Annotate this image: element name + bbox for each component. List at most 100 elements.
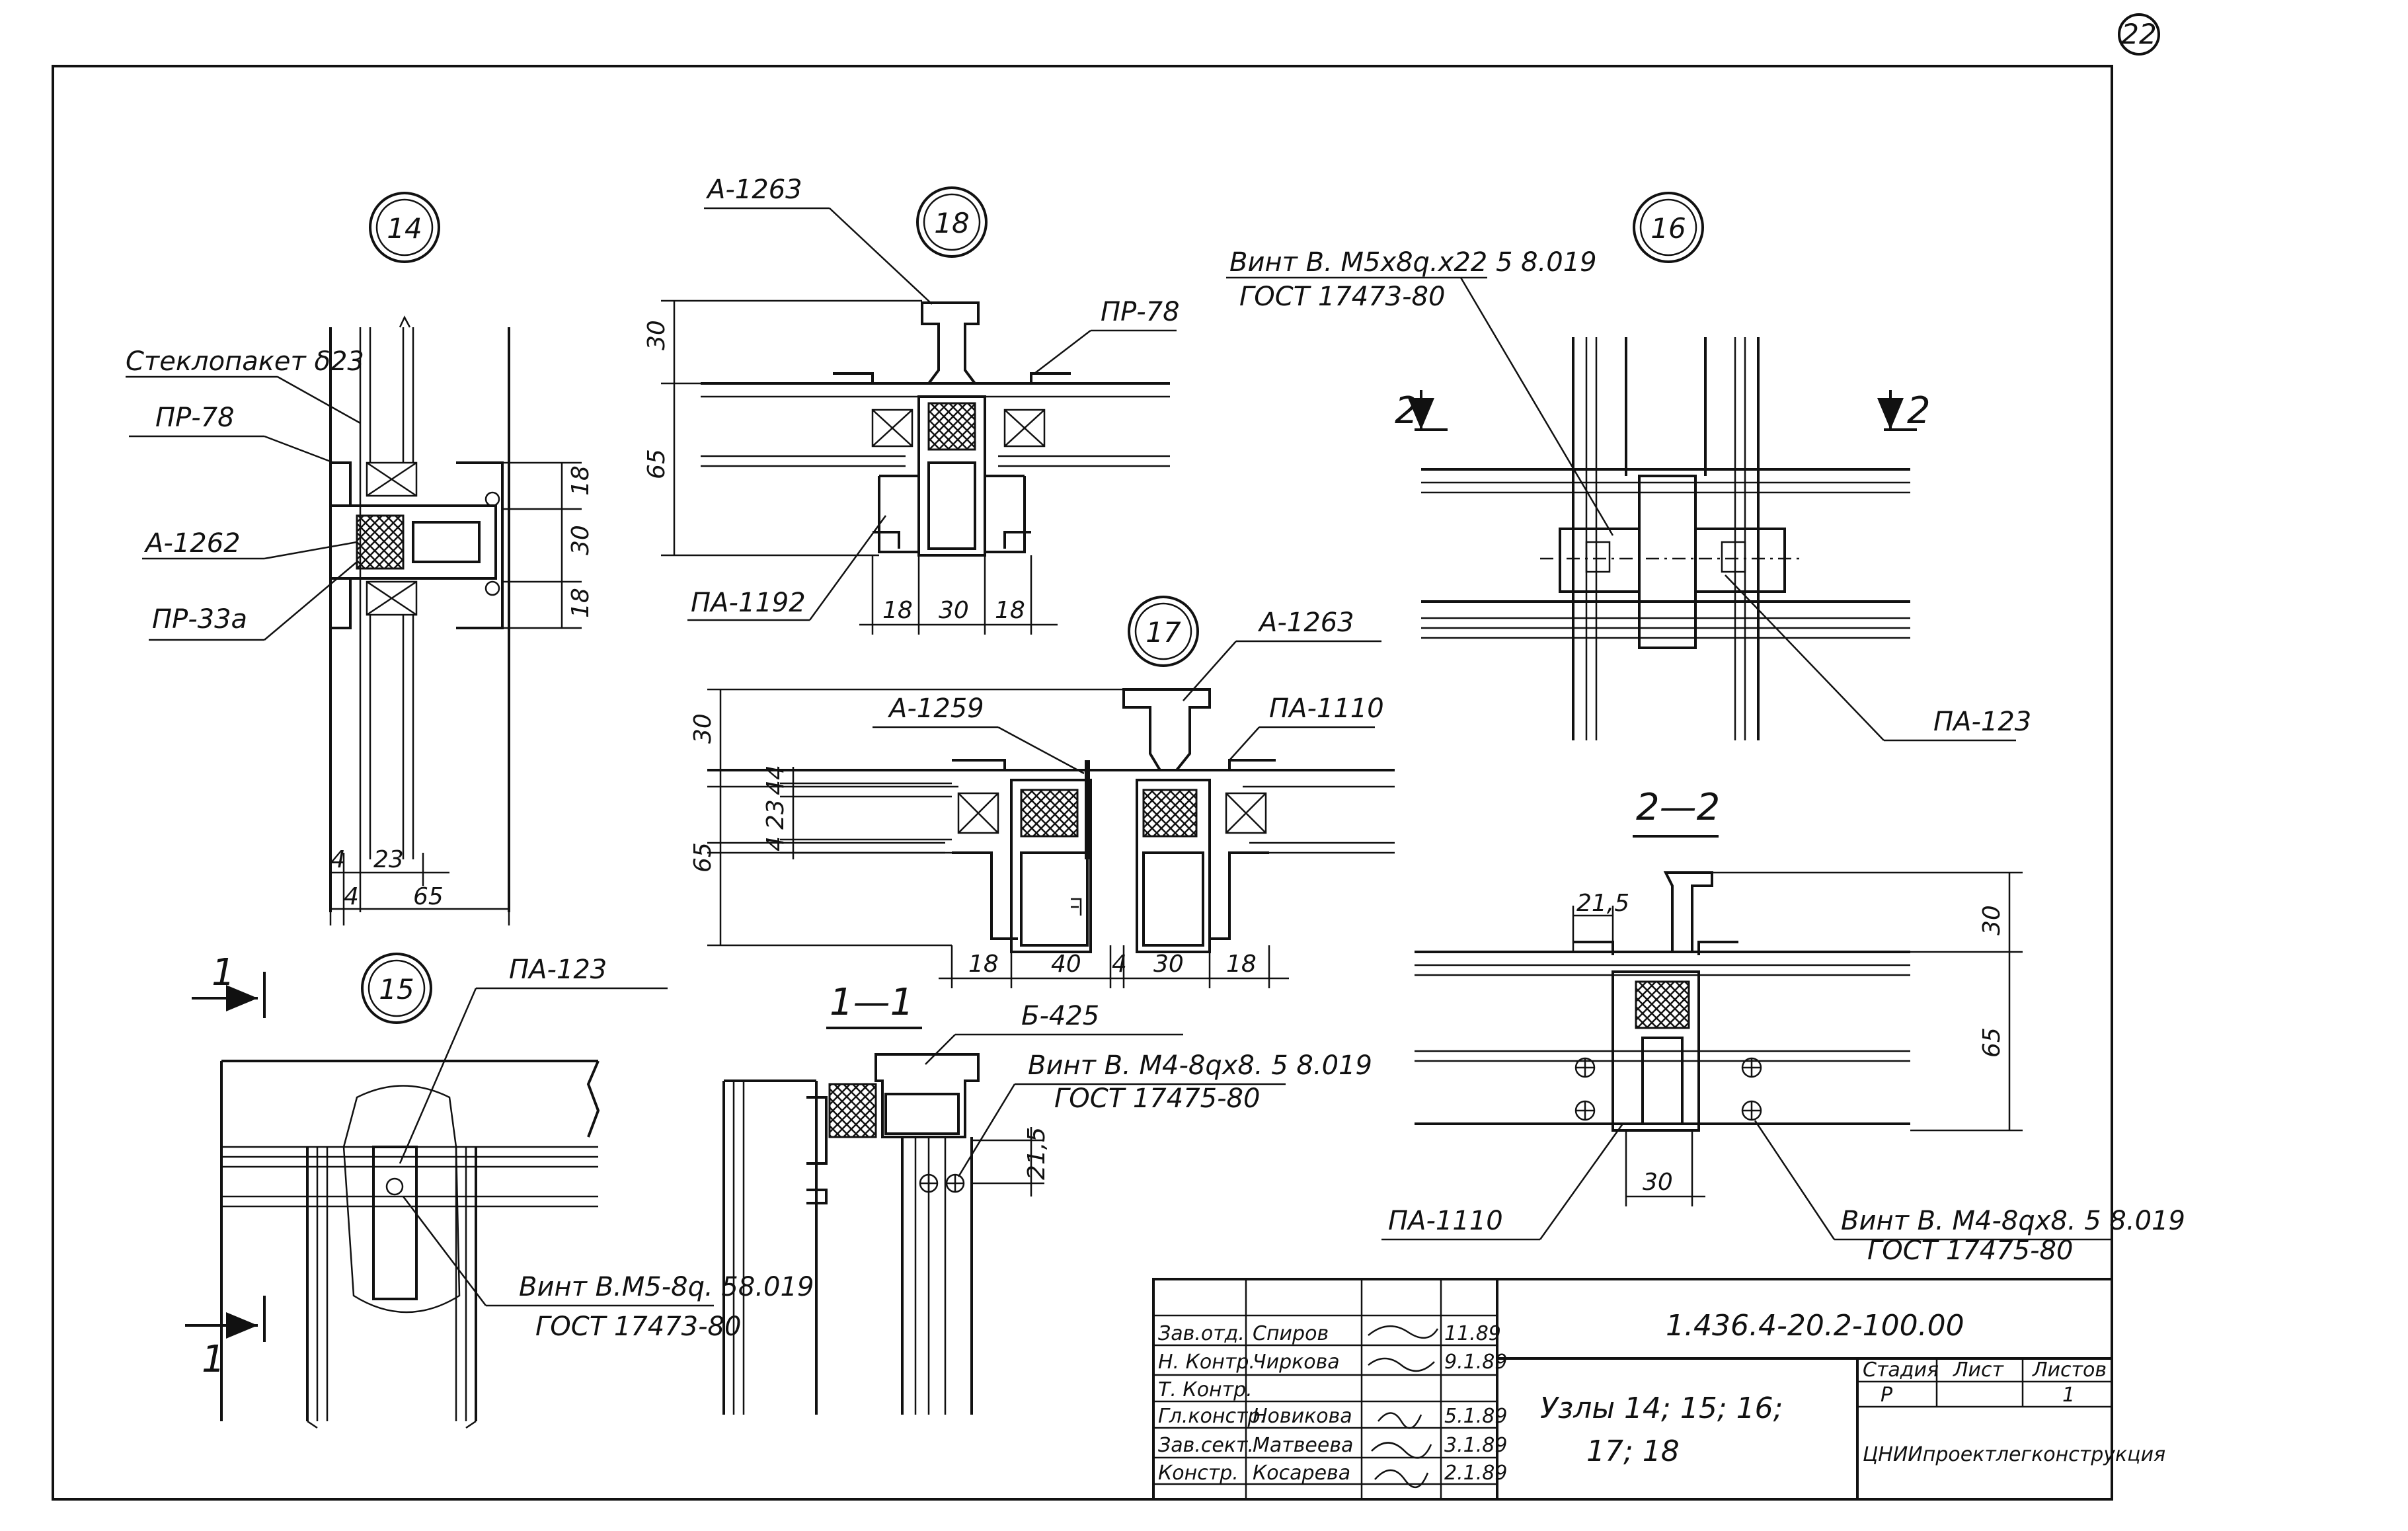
detail-14-vertical-dims bbox=[502, 461, 582, 629]
detail-14-number: 14 bbox=[387, 212, 422, 245]
detail-17-dim-30: 30 bbox=[1153, 951, 1184, 978]
section-1-1: 1—1 21,5 Б-425 Винт В bbox=[722, 981, 1372, 1415]
detail-17-section bbox=[707, 688, 1395, 953]
title-block-date-6: 2.1.89 bbox=[1444, 1462, 1507, 1485]
detail-16-gost-label: ГОСТ 17473-80 bbox=[1239, 282, 1445, 312]
detail-15-number-circle bbox=[361, 953, 432, 1024]
detail-15-number: 15 bbox=[379, 973, 414, 1005]
title-block-sheets-value: 1 bbox=[2062, 1384, 2075, 1407]
title-block-role-3: Т. Контр. bbox=[1158, 1378, 1253, 1401]
detail-16-cut-marks bbox=[1408, 390, 1917, 431]
title-block-role-5: Зав.сект. bbox=[1158, 1434, 1254, 1457]
title-block-sheet-header: Лист bbox=[1953, 1358, 2005, 1382]
title-block-role-6: Констр. bbox=[1158, 1462, 1239, 1485]
detail-17-number-circle-inner bbox=[1134, 602, 1192, 660]
detail-16-number: 16 bbox=[1651, 212, 1686, 245]
detail-17-vertical-dims bbox=[707, 688, 1124, 947]
detail-17-dim-4a: 4 bbox=[762, 765, 789, 780]
detail-18-section bbox=[701, 301, 1170, 557]
title-block: Зав.отд. Н. Контр. Т. Контр. Гл.констр. … bbox=[1152, 1278, 2165, 1501]
detail-15-cut-mark-top: 1 bbox=[212, 951, 235, 994]
detail-15-gost-label: ГОСТ 17473-80 bbox=[535, 1312, 741, 1342]
section-1-1-dim-21-5: 21,5 bbox=[1023, 1127, 1050, 1180]
detail-17-dim-30v: 30 bbox=[689, 713, 717, 744]
detail-17-a1263-label: А-1263 bbox=[1257, 608, 1354, 638]
detail-18-number-circle-inner bbox=[923, 193, 981, 251]
title-block-name-4: Новикова bbox=[1253, 1405, 1352, 1428]
section-2-2-screw-label: Винт В. М4-8qх8. 5 8.019 bbox=[1841, 1206, 2185, 1236]
detail-14-a1262-label: А-1262 bbox=[143, 528, 241, 559]
detail-18-horizontal-dims bbox=[859, 555, 1058, 635]
detail-18-dim-18b: 18 bbox=[995, 597, 1025, 624]
title-block-date-5: 3.1.89 bbox=[1444, 1434, 1507, 1457]
detail-17-dim-4h: 4 bbox=[1112, 951, 1127, 978]
title-block-role-2: Н. Контр. bbox=[1158, 1351, 1255, 1374]
title-block-name-5: Матвеева bbox=[1253, 1434, 1353, 1457]
section-2-2-gost-label: ГОСТ 17475-80 bbox=[1867, 1236, 2073, 1266]
section-2-2-dim-30v: 30 bbox=[1978, 905, 2005, 935]
detail-14-glass-label: Стеклопакет δ23 bbox=[126, 346, 364, 377]
detail-17-horizontal-dims bbox=[939, 945, 1289, 988]
detail-16-cut-mark-left: 2 bbox=[1395, 389, 1418, 432]
detail-16-cut-mark-right: 2 bbox=[1907, 389, 1931, 432]
detail-16-pa123-label: ПА-123 bbox=[1933, 707, 2031, 737]
detail-15-drawing bbox=[220, 1060, 600, 1429]
section-1-1-gost-label: ГОСТ 17475-80 bbox=[1054, 1083, 1260, 1114]
detail-14-dim-23: 23 bbox=[373, 846, 404, 873]
page-number-circle bbox=[2118, 13, 2160, 56]
title-block-name-1: Спиров bbox=[1253, 1322, 1329, 1345]
section-2-2-title: 2—2 bbox=[1636, 786, 1720, 829]
detail-18-a1263-label: А-1263 bbox=[705, 175, 802, 205]
title-block-date-1: 11.89 bbox=[1444, 1322, 1501, 1345]
detail-17-dim-18b: 18 bbox=[1226, 951, 1257, 978]
title-block-date-2: 9.1.89 bbox=[1444, 1351, 1507, 1374]
detail-14-dim-18b: 18 bbox=[567, 588, 594, 618]
detail-18: 18 А-1263 ПР-78 bbox=[643, 175, 1180, 635]
detail-15: 15 ПА-123 Винт В.М5-8q. 58.019 bbox=[185, 951, 814, 1429]
detail-17-dim-4b: 4 bbox=[762, 780, 789, 795]
section-1-1-drawing bbox=[722, 1053, 1044, 1415]
detail-15-screw-label: Винт В.М5-8q. 58.019 bbox=[519, 1272, 814, 1302]
section-1-1-title: 1—1 bbox=[830, 981, 913, 1024]
detail-14-pr33a-label: ПР-33а bbox=[152, 604, 247, 635]
title-block-stage-header: Стадия bbox=[1863, 1358, 1939, 1382]
title-block-sheets-header: Листов bbox=[2032, 1358, 2107, 1382]
detail-17-dim-23: 23 bbox=[762, 799, 789, 830]
title-block-stage-value: Р bbox=[1881, 1384, 1893, 1407]
detail-16: 16 Винт В. М5х8q.х22 5 8.019 bbox=[1226, 192, 2031, 742]
detail-15-cut-mark-bottom: 1 bbox=[202, 1338, 225, 1381]
page-number: 22 bbox=[2121, 18, 2156, 50]
detail-16-number-circle-inner bbox=[1639, 198, 1697, 256]
detail-14-horizontal-dims bbox=[329, 853, 510, 925]
detail-18-dim-30v: 30 bbox=[643, 320, 670, 350]
detail-18-vertical-dims bbox=[661, 299, 922, 557]
detail-18-pr78-label: ПР-78 bbox=[1101, 297, 1180, 327]
detail-18-dim-65v: 65 bbox=[643, 449, 670, 479]
detail-17-number: 17 bbox=[1146, 616, 1181, 648]
detail-16-screw-label: Винт В. М5х8q.х22 5 8.019 bbox=[1229, 247, 1597, 278]
detail-18-dim-18a: 18 bbox=[882, 597, 913, 624]
detail-15-pa123-label: ПА-123 bbox=[509, 955, 607, 985]
detail-14-dim-4b: 4 bbox=[344, 883, 359, 910]
detail-18-dim-30: 30 bbox=[939, 597, 969, 624]
section-2-2-dim-65v: 65 bbox=[1978, 1027, 2005, 1058]
detail-17-dim-4c: 4 bbox=[762, 836, 789, 851]
section-1-1-b425-label: Б-425 bbox=[1021, 1001, 1099, 1031]
detail-15-number-circle-inner bbox=[368, 959, 426, 1017]
detail-14-dim-65: 65 bbox=[413, 883, 444, 910]
detail-14: 14 Стеклопакет δ23 ПР-7 bbox=[126, 192, 594, 925]
detail-17: 17 А-1263 bbox=[689, 596, 1395, 988]
section-2-2-dim-21-5: 21,5 bbox=[1576, 890, 1629, 917]
section-2-2-dims bbox=[1572, 871, 2023, 1206]
section-2-2: 2—2 bbox=[1381, 786, 2185, 1266]
detail-17-dim-40: 40 bbox=[1051, 951, 1081, 978]
detail-14-number-circle-inner bbox=[375, 198, 434, 256]
detail-16-section bbox=[1421, 337, 1910, 740]
detail-15-cut-marks bbox=[185, 972, 266, 1342]
title-block-organization: ЦНИИпроектлегконструкция bbox=[1863, 1443, 2165, 1466]
detail-17-dim-18a: 18 bbox=[968, 951, 999, 978]
title-block-role-4: Гл.констр. bbox=[1158, 1405, 1266, 1428]
detail-17-pa1110-label: ПА-1110 bbox=[1269, 693, 1384, 724]
title-block-title-line1: Узлы 14; 15; 16; bbox=[1540, 1392, 1783, 1425]
